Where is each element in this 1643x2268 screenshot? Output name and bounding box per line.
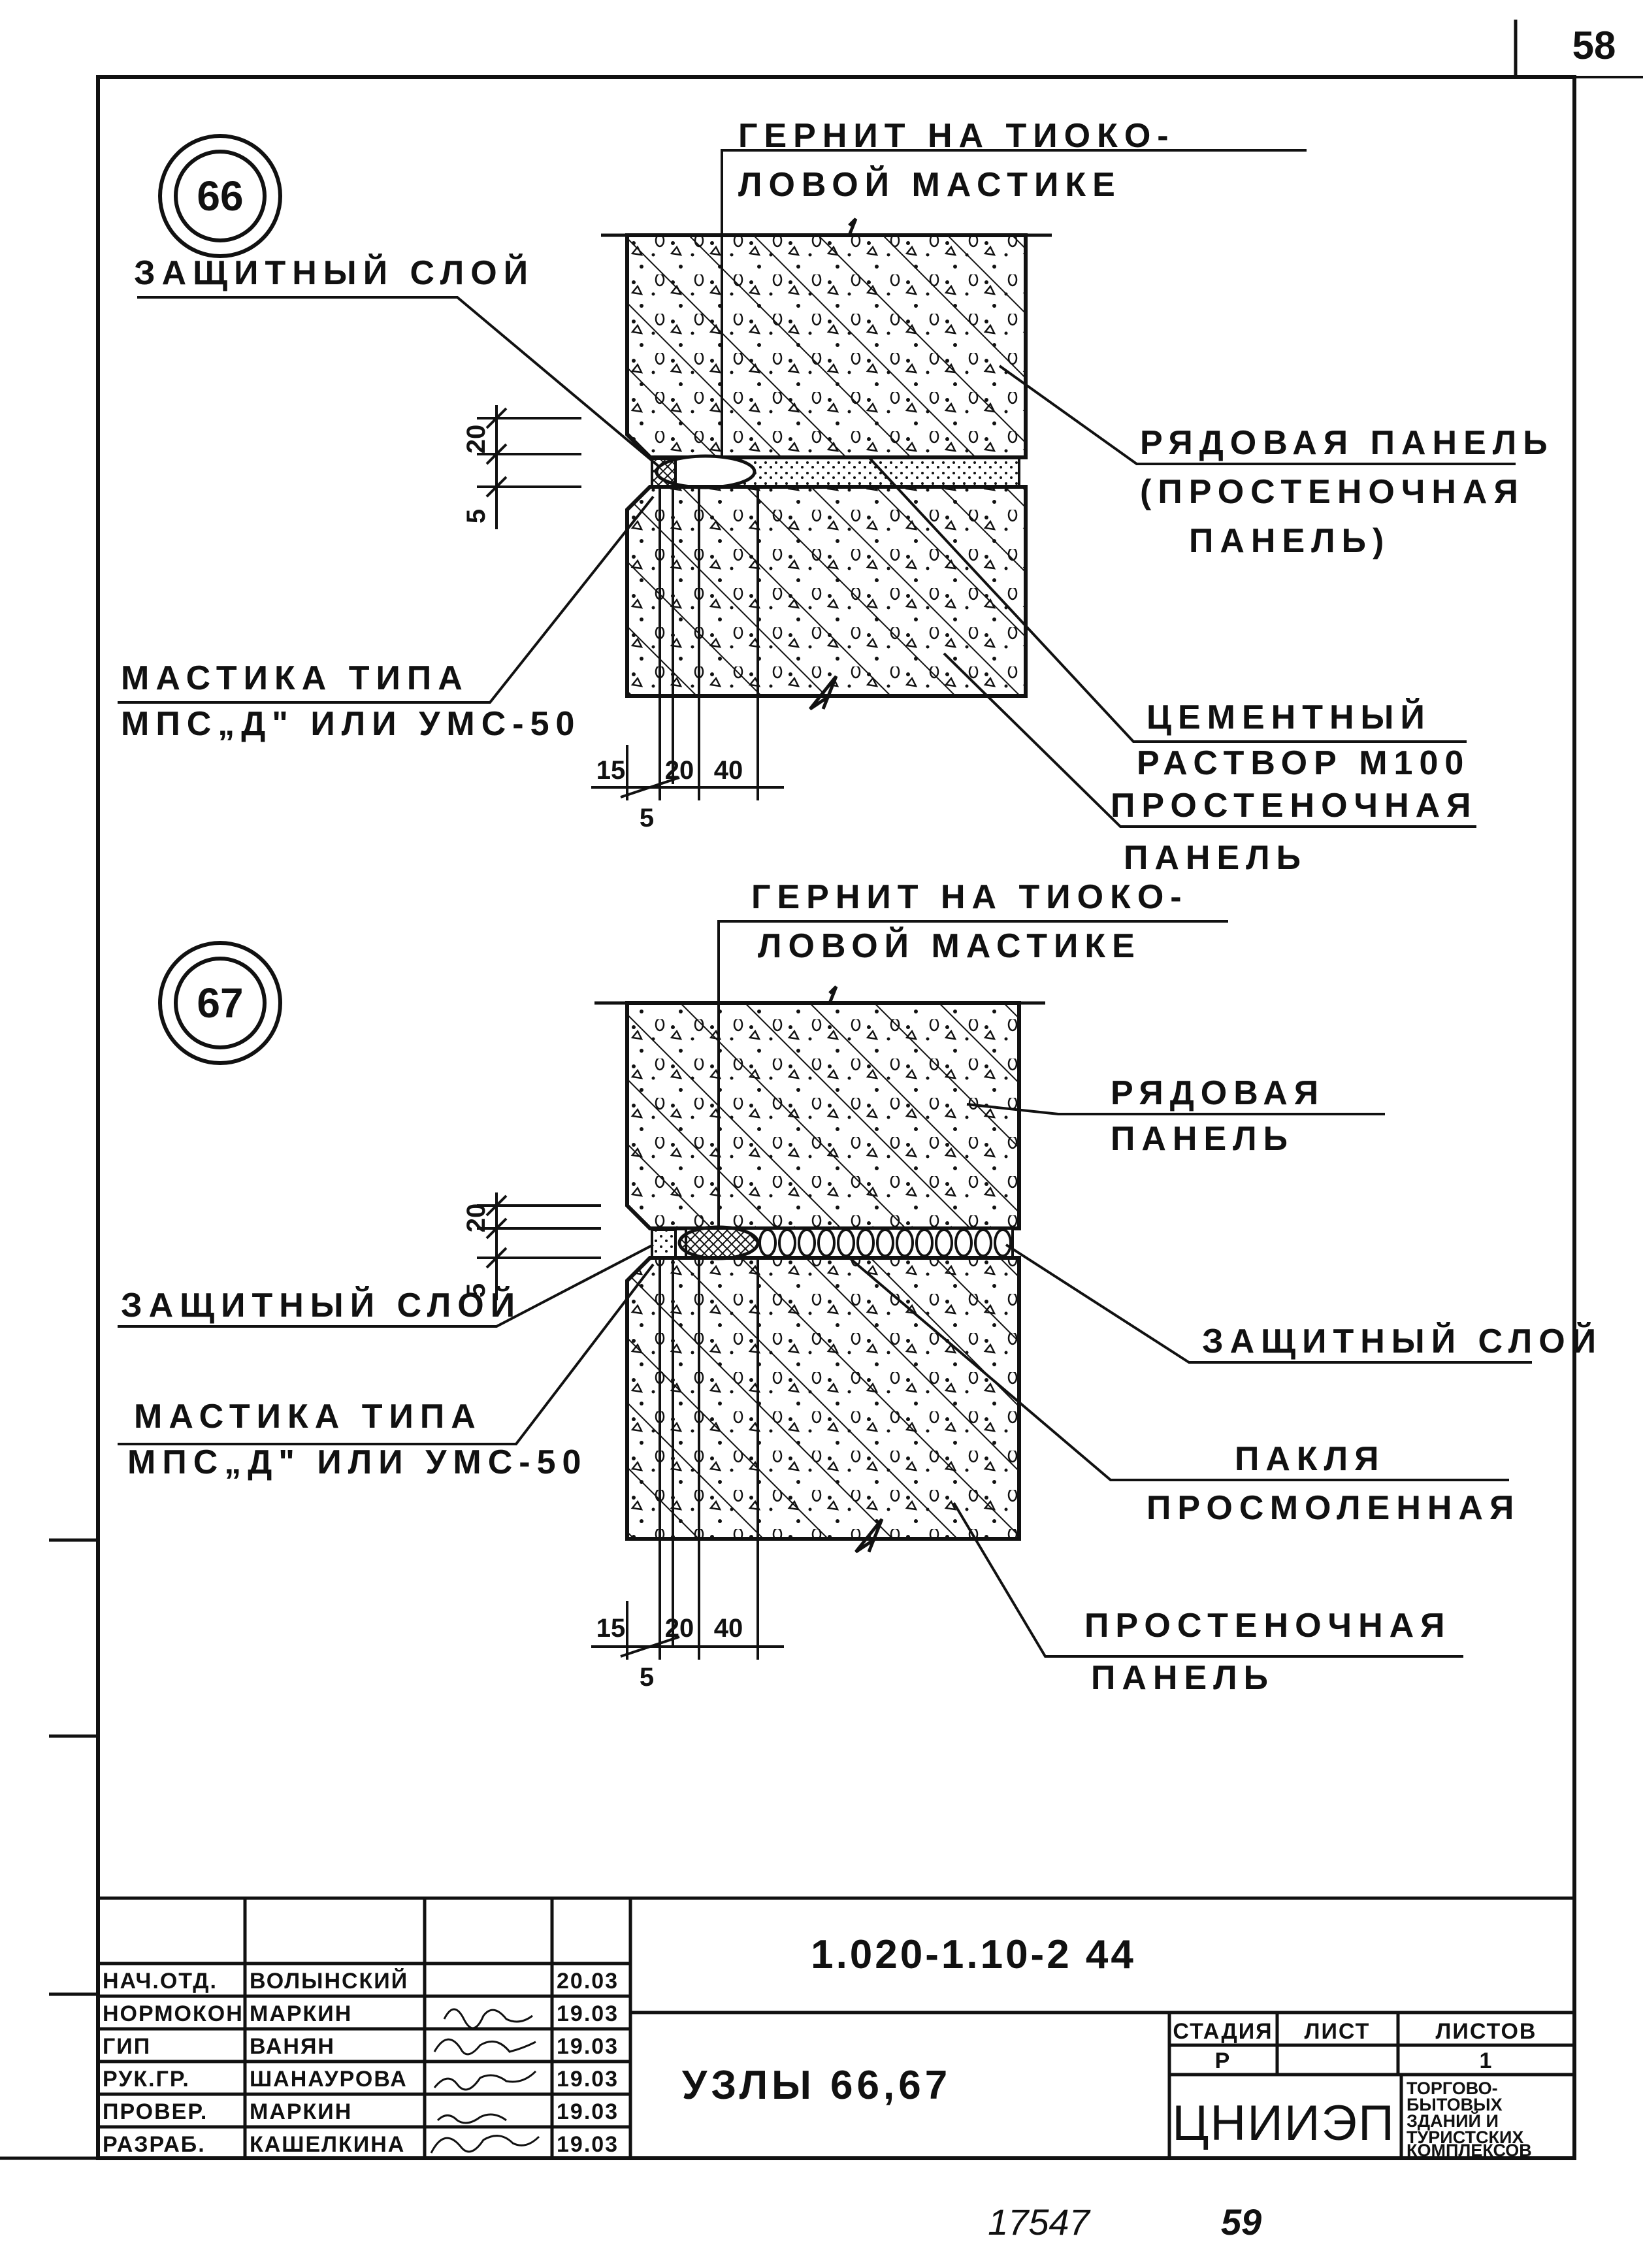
signatures	[430, 2008, 540, 2154]
node-67-break-mark-top	[828, 985, 838, 1004]
stage-value: Р	[1215, 2048, 1231, 2073]
node-67-dim-20: 20	[462, 1204, 491, 1233]
org-sub-4: КОМПЛЕКСОВ	[1407, 2141, 1532, 2160]
drawing-title: УЗЛЫ 66,67	[682, 2063, 951, 2108]
date-3: 19.03	[557, 2067, 619, 2092]
org-name: ЦНИИЭП	[1172, 2095, 1395, 2151]
node-66-label-cement-2: РАСТВОР М100	[1137, 744, 1470, 782]
node-67-layer-lines	[659, 931, 759, 1647]
node-67-label-prost-2: ПАНЕЛЬ	[1091, 1659, 1275, 1697]
node-67-label-zashch-right: ЗАЩИТНЫЙ СЛОЙ	[1202, 1322, 1602, 1360]
page-footer-number: 59	[1221, 2201, 1261, 2243]
role-4: ПРОВЕР.	[103, 2099, 208, 2124]
node-66-dim-15: 15	[596, 756, 626, 785]
node-67-label-pakla-2: ПРОСМОЛЕННАЯ	[1147, 1489, 1520, 1527]
date-0: 20.03	[557, 1969, 619, 1994]
org-sub-2: ЗДАНИЙ И	[1407, 2111, 1499, 2131]
node-67-break-mark	[854, 1518, 884, 1554]
node-67-label-ryad-1: РЯДОВАЯ	[1111, 1074, 1325, 1112]
node-67-label-mastika-2: МПС„Д" ИЛИ УМС-50	[127, 1443, 587, 1481]
sheet-frame	[49, 20, 1643, 2160]
node-66-label-zashch: ЗАЩИТНЫЙ СЛОЙ	[134, 254, 534, 292]
node-66-dim-20: 20	[462, 425, 491, 454]
node-67-label-prost-1: ПРОСТЕНОЧНАЯ	[1084, 1607, 1452, 1645]
name-0: ВОЛЫНСКИЙ	[250, 1968, 408, 1994]
node-67-marker: 67	[158, 941, 282, 1065]
node-67-dim-15: 15	[596, 1614, 626, 1643]
node-66-label-cement-1: ЦЕМЕНТНЫЙ	[1147, 698, 1431, 736]
node-66-dim-40: 40	[714, 756, 743, 785]
node-67-leaders	[118, 920, 1532, 1658]
node-66-layer-lines	[659, 160, 759, 784]
node-67-label-pakla-1: ПАКЛЯ	[1235, 1440, 1386, 1478]
node-66-bottom-dims	[591, 745, 784, 800]
role-5: РАЗРАБ.	[103, 2132, 206, 2157]
doc-code: 1.020-1.10-2 44	[811, 1932, 1136, 1977]
node-67-upper-panel	[625, 1001, 1021, 1230]
name-1: МАРКИН	[250, 2001, 352, 2026]
node-67-dim-5: 5	[462, 1283, 491, 1298]
node-66-upper-panel	[625, 233, 1028, 459]
node-66-label-ryad-1: РЯДОВАЯ ПАНЕЛЬ	[1140, 424, 1554, 462]
date-2: 19.03	[557, 2034, 619, 2059]
name-3: ШАНАУРОВА	[250, 2067, 408, 2092]
date-5: 19.03	[557, 2132, 619, 2157]
node-66-label-prost-1: ПРОСТЕНОЧНАЯ	[1111, 787, 1478, 825]
node-67-label-mastika-1: МАСТИКА ТИПА	[134, 1398, 482, 1436]
node-66-dim-5: 5	[462, 509, 491, 523]
node-67-lower-panel	[625, 1256, 1021, 1541]
node-67-joint	[651, 1225, 1014, 1260]
role-0: НАЧ.ОТД.	[103, 1969, 218, 1994]
name-2: ВАНЯН	[250, 2034, 335, 2059]
title-block: 1.020-1.10-2 44 УЗЛЫ 66,67 НАЧ.ОТД. ВОЛЫ…	[0, 1896, 1574, 2160]
node-66-joint	[651, 454, 1020, 489]
node-66-break-mark	[809, 675, 838, 711]
node-66: 66	[118, 117, 1554, 877]
node-67-bottom-dims	[591, 1601, 784, 1660]
sheets-value: 1	[1480, 2048, 1493, 2073]
stage-header: СТАДИЯ	[1173, 2019, 1273, 2044]
node-67-label-gernit-1: ГЕРНИТ НА ТИОКО-	[751, 878, 1188, 916]
page-number: 58	[1572, 24, 1616, 67]
node-66-marker: 66	[158, 134, 282, 258]
node-67-number: 67	[197, 979, 243, 1027]
title-block-grid	[0, 1896, 1574, 2160]
date-4: 19.03	[557, 2099, 619, 2124]
role-3: РУК.ГР.	[103, 2067, 190, 2092]
node-66-label-ryad-3: ПАНЕЛЬ)	[1189, 522, 1390, 560]
node-67-dim-40: 40	[714, 1614, 743, 1643]
role-1: НОРМОКОН	[103, 2001, 244, 2026]
node-66-label-prost-2: ПАНЕЛЬ	[1124, 839, 1307, 877]
node-67: 67	[118, 878, 1602, 1697]
node-67-left-dims	[477, 1192, 601, 1300]
node-66-label-gernit-1: ГЕРНИТ НА ТИОКО-	[738, 117, 1175, 155]
node-67-label-zashch-left: ЗАЩИТНЫЙ СЛОЙ	[121, 1286, 521, 1324]
node-66-dim-20b: 20	[665, 756, 694, 785]
node-66-label-ryad-2: (ПРОСТЕНОЧНАЯ	[1140, 473, 1525, 511]
node-66-label-mastika-2: МПС„Д" ИЛИ УМС-50	[121, 705, 581, 743]
node-67-label-gernit-2: ЛОВОЙ МАСТИКЕ	[758, 927, 1141, 965]
inventory-number: 17547	[988, 2201, 1091, 2243]
date-1: 19.03	[557, 2001, 619, 2026]
name-4: МАРКИН	[250, 2099, 352, 2124]
sheet-header: ЛИСТ	[1305, 2019, 1371, 2044]
node-66-left-dims	[477, 405, 581, 529]
org-sub-0: ТОРГОВО-	[1407, 2079, 1498, 2098]
node-66-dim-5b: 5	[640, 804, 654, 832]
role-2: ГИП	[103, 2034, 151, 2059]
name-5: КАШЕЛКИНА	[250, 2132, 405, 2157]
node-67-label-ryad-2: ПАНЕЛЬ	[1111, 1120, 1294, 1158]
node-66-lower-panel	[625, 485, 1028, 698]
node-66-label-mastika-1: МАСТИКА ТИПА	[121, 659, 469, 697]
node-67-dim-20b: 20	[665, 1614, 694, 1643]
node-66-leaders	[118, 149, 1516, 828]
org-sub-3: ТУРИСТСКИХ	[1407, 2128, 1523, 2147]
node-66-number: 66	[197, 173, 243, 220]
org-sub-1: БЫТОВЫХ	[1407, 2095, 1503, 2114]
node-66-break-mark-top	[847, 218, 858, 236]
node-67-dim-5b: 5	[640, 1663, 654, 1692]
sheets-header: ЛИСТОВ	[1436, 2019, 1537, 2044]
node-66-label-gernit-2: ЛОВОЙ МАСТИКЕ	[738, 165, 1122, 204]
